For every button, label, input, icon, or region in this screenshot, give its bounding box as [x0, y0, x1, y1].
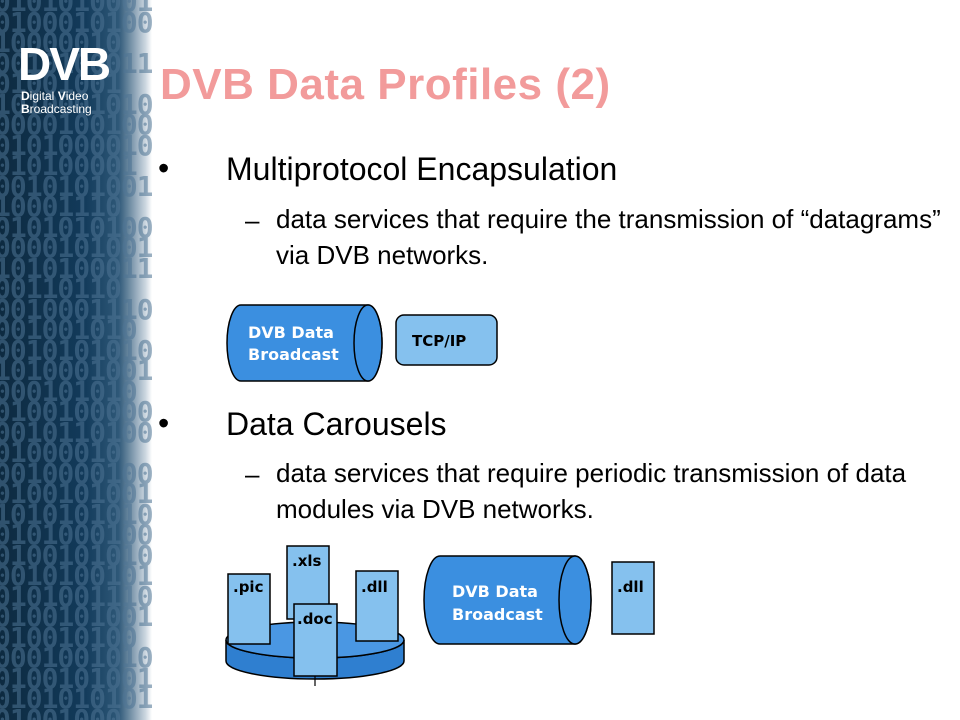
- file-label: .dll: [617, 578, 644, 596]
- tcpip-label: TCP/IP: [412, 332, 466, 350]
- carousel-broadcast-cylinder: DVB Data Broadcast: [423, 555, 592, 645]
- file-dll: .dll: [355, 570, 399, 642]
- broadcast-cylinder: DVB Data Broadcast: [226, 304, 383, 382]
- logo-mark: DVB: [18, 38, 111, 90]
- slide-title: DVB Data Profiles (2): [160, 60, 611, 109]
- bullet-marker: •: [158, 405, 170, 441]
- section-heading: Multiprotocol Encapsulation: [226, 151, 618, 187]
- file-label: .xls: [292, 552, 322, 570]
- sidebar-decoration: 0101010001 0100010100 10000010 001010001…: [0, 0, 152, 720]
- cylinder-label-2: Broadcast: [452, 605, 543, 624]
- section-heading: Data Carousels: [226, 406, 447, 442]
- carousel-diagram: .pic .xls .doc .dll DVB Data Broadcast .…: [225, 545, 655, 686]
- section-description: data services that require periodic tran…: [276, 458, 907, 524]
- tcpip-box: TCP/IP: [395, 314, 498, 366]
- mpe-diagram: DVB Data Broadcast TCP/IP: [226, 304, 498, 382]
- cylinder-label-1: DVB Data: [248, 323, 334, 342]
- cylinder-label-2: Broadcast: [248, 345, 339, 364]
- file-label: .doc: [297, 610, 333, 628]
- logo-tagline: Digital Video Broadcasting: [21, 89, 92, 116]
- dash-marker: –: [245, 459, 260, 489]
- output-file-dll: .dll: [611, 561, 655, 635]
- binary-pattern: 0101010001 0100010100 10000010 001010001…: [0, 0, 152, 720]
- dvb-logo: DVB Digital Video Broadcasting: [18, 38, 118, 128]
- file-doc: .doc: [293, 603, 338, 677]
- cylinder-label-1: DVB Data: [452, 582, 538, 601]
- section-description: data services that require the transmiss…: [276, 204, 941, 270]
- dash-marker: –: [245, 205, 260, 235]
- file-pic: .pic: [227, 573, 271, 645]
- file-label: .dll: [361, 578, 388, 596]
- bullet-marker: •: [158, 150, 170, 186]
- file-label: .pic: [233, 578, 263, 596]
